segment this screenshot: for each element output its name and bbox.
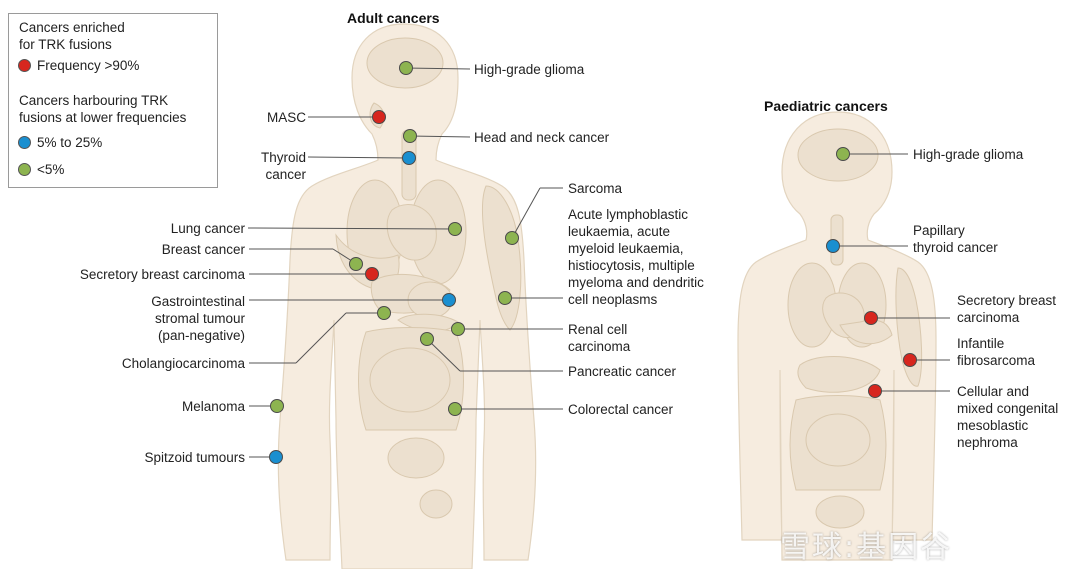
dot-masc <box>372 110 386 124</box>
label-paed-hgg: High-grade glioma <box>913 147 1024 162</box>
legend-high-dot <box>18 59 31 72</box>
label-cholangio: Cholangiocarcinoma <box>121 356 245 371</box>
paediatric-markers <box>826 147 917 398</box>
dot-pancreatic <box>420 332 434 346</box>
dot-leukaemia <box>498 291 512 305</box>
label-papillary: Papillary thyroid cancer <box>913 223 998 255</box>
dot-spitzoid <box>269 450 283 464</box>
dot-papillary <box>826 239 840 253</box>
label-adult-secretory-breast: Secretory breast carcinoma <box>79 267 245 282</box>
leader-lines <box>247 67 950 458</box>
legend: Cancers enriched for TRK fusions Frequen… <box>8 13 218 188</box>
dot-nephroma <box>868 384 882 398</box>
adult-organs <box>335 37 522 519</box>
legend-low-dot <box>18 163 31 176</box>
label-paed-secretory-breast: Secretory breast carcinoma <box>957 293 1057 325</box>
dot-cholangio <box>377 306 391 320</box>
label-renal: Renal cell carcinoma <box>568 322 631 354</box>
watermark: 雪球:基因谷 <box>780 530 953 565</box>
legend-mid-dot <box>18 136 31 149</box>
paediatric-body <box>737 111 937 561</box>
legend-high-label: Frequency >90% <box>37 58 140 73</box>
label-leukaemia: Acute lymphoblastic leukaemia, acute mye… <box>568 207 704 307</box>
label-colorectal: Colorectal cancer <box>568 402 674 417</box>
adult-markers <box>269 61 519 464</box>
label-lung: Lung cancer <box>170 221 245 236</box>
dot-thyroid <box>402 151 416 165</box>
paediatric-title: Paediatric cancers <box>764 98 888 114</box>
dot-gist <box>442 293 456 307</box>
dot-colorectal <box>448 402 462 416</box>
dot-lung <box>448 222 462 236</box>
label-infantile: Infantile fibrosarcoma <box>957 336 1036 368</box>
label-masc: MASC <box>266 110 306 125</box>
label-pancreatic: Pancreatic cancer <box>568 364 677 379</box>
legend-enriched-heading: Cancers enriched for TRK fusions <box>19 20 125 52</box>
dot-sarcoma <box>505 231 519 245</box>
adult-title: Adult cancers <box>347 10 440 26</box>
dot-paed-hgg <box>836 147 850 161</box>
label-thyroid: Thyroid cancer <box>260 150 306 182</box>
label-spitzoid: Spitzoid tumours <box>144 450 245 465</box>
dot-renal <box>451 322 465 336</box>
label-nephroma: Cellular and mixed congenital mesoblasti… <box>957 384 1059 450</box>
label-sarcoma: Sarcoma <box>568 181 623 196</box>
label-melanoma: Melanoma <box>181 399 245 414</box>
dot-adult-secretory-breast <box>365 267 379 281</box>
label-head-neck: Head and neck cancer <box>474 130 610 145</box>
legend-mid-label: 5% to 25% <box>37 135 103 150</box>
label-gist: Gastrointestinal stromal tumour (pan-neg… <box>151 294 245 343</box>
dot-infantile <box>903 353 917 367</box>
dot-adult-breast <box>349 257 363 271</box>
dot-melanoma <box>270 399 284 413</box>
label-adult-hgg: High-grade glioma <box>474 62 585 77</box>
legend-low-label: <5% <box>37 162 65 177</box>
legend-lower-heading: Cancers harbouring TRK fusions at lower … <box>19 93 187 125</box>
dot-head-neck <box>403 129 417 143</box>
label-adult-breast: Breast cancer <box>161 242 245 257</box>
dot-paed-secretory-breast <box>864 311 878 325</box>
dot-adult-hgg <box>399 61 413 75</box>
